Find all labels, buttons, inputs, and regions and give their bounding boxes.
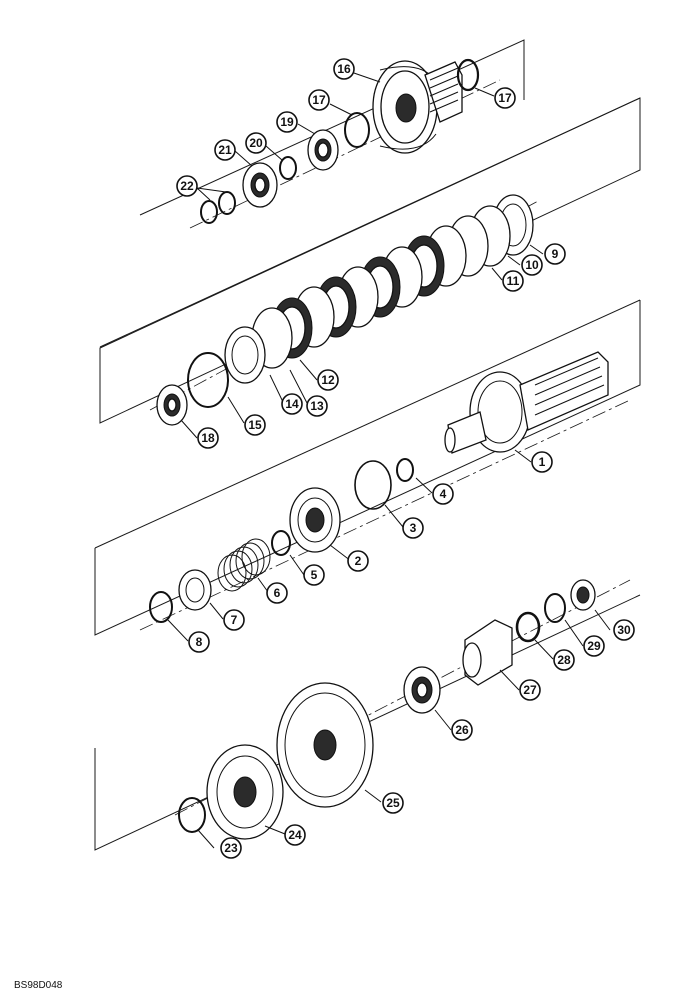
callout-29: 29 bbox=[583, 635, 605, 657]
svg-text:17: 17 bbox=[312, 93, 326, 107]
svg-text:19: 19 bbox=[280, 115, 294, 129]
panel-outlines bbox=[94, 39, 641, 851]
svg-text:4: 4 bbox=[440, 487, 447, 501]
callout-26: 26 bbox=[451, 719, 473, 741]
svg-text:27: 27 bbox=[523, 683, 537, 697]
svg-text:26: 26 bbox=[455, 723, 469, 737]
callout-16: 16 bbox=[333, 58, 355, 80]
callout-2: 2 bbox=[347, 550, 369, 572]
svg-text:25: 25 bbox=[386, 796, 400, 810]
svg-text:7: 7 bbox=[231, 613, 238, 627]
svg-text:11: 11 bbox=[507, 274, 520, 288]
callout-13: 13 bbox=[306, 395, 328, 417]
svg-text:24: 24 bbox=[288, 828, 302, 842]
clutch-shaft-assembly bbox=[149, 351, 609, 623]
svg-text:1: 1 bbox=[539, 455, 546, 469]
svg-text:22: 22 bbox=[180, 179, 194, 193]
callout-11: 11 bbox=[502, 270, 524, 292]
callout-14: 14 bbox=[281, 393, 303, 415]
callout-18: 18 bbox=[197, 427, 219, 449]
callout-17-left: 17 bbox=[308, 89, 330, 111]
svg-text:28: 28 bbox=[557, 653, 571, 667]
svg-text:10: 10 bbox=[525, 258, 539, 272]
top-gear-assembly bbox=[200, 58, 480, 224]
svg-text:9: 9 bbox=[552, 247, 559, 261]
output-gear-assembly bbox=[178, 579, 596, 840]
leader-lines bbox=[167, 71, 611, 849]
svg-text:12: 12 bbox=[321, 373, 335, 387]
callout-1: 1 bbox=[531, 451, 553, 473]
callout-23: 23 bbox=[220, 837, 242, 859]
figure-code: BS98D048 bbox=[14, 980, 63, 991]
svg-text:15: 15 bbox=[248, 418, 262, 432]
svg-text:30: 30 bbox=[617, 623, 631, 637]
callout-10: 10 bbox=[521, 254, 543, 276]
callout-7: 7 bbox=[223, 609, 245, 631]
svg-text:17: 17 bbox=[498, 91, 512, 105]
svg-text:29: 29 bbox=[587, 639, 601, 653]
svg-text:13: 13 bbox=[310, 399, 324, 413]
callout-27: 27 bbox=[519, 679, 541, 701]
callout-3: 3 bbox=[402, 517, 424, 539]
svg-text:21: 21 bbox=[218, 143, 232, 157]
callout-25: 25 bbox=[382, 792, 404, 814]
callout-9: 9 bbox=[544, 243, 566, 265]
callout-28: 28 bbox=[553, 649, 575, 671]
callout-19: 19 bbox=[276, 111, 298, 133]
callout-4: 4 bbox=[432, 483, 454, 505]
clutch-pack bbox=[156, 194, 534, 426]
callout-15: 15 bbox=[244, 414, 266, 436]
svg-text:6: 6 bbox=[274, 586, 281, 600]
callout-6: 6 bbox=[266, 582, 288, 604]
callout-8: 8 bbox=[188, 631, 210, 653]
callout-5: 5 bbox=[303, 564, 325, 586]
svg-text:8: 8 bbox=[196, 635, 203, 649]
svg-text:3: 3 bbox=[410, 521, 417, 535]
callout-17-right: 17 bbox=[494, 87, 516, 109]
svg-text:23: 23 bbox=[224, 841, 238, 855]
callout-20: 20 bbox=[245, 132, 267, 154]
svg-text:20: 20 bbox=[249, 136, 263, 150]
callout-30: 30 bbox=[613, 619, 635, 641]
svg-text:18: 18 bbox=[201, 431, 215, 445]
callout-21: 21 bbox=[214, 139, 236, 161]
svg-text:5: 5 bbox=[311, 568, 318, 582]
callout-22: 22 bbox=[176, 175, 198, 197]
callout-24: 24 bbox=[284, 824, 306, 846]
svg-text:2: 2 bbox=[355, 554, 362, 568]
svg-text:14: 14 bbox=[285, 397, 299, 411]
callout-12: 12 bbox=[317, 369, 339, 391]
svg-text:16: 16 bbox=[337, 62, 351, 76]
